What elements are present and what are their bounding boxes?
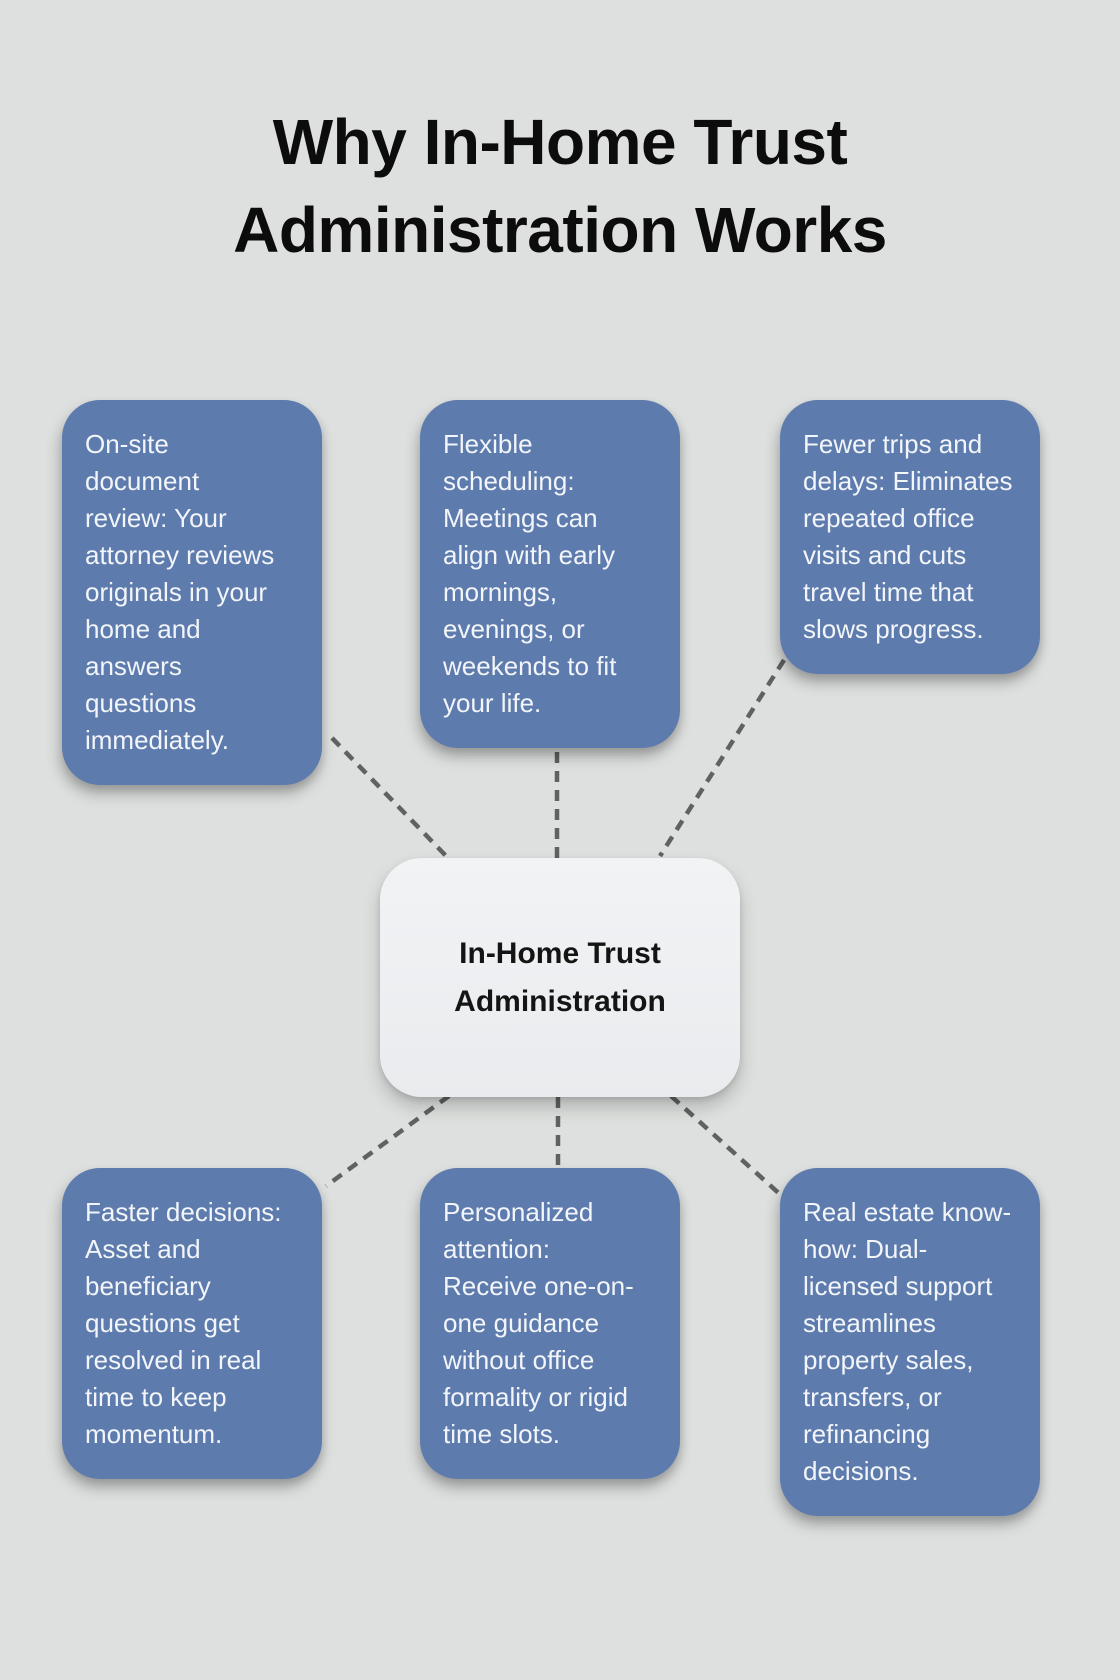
benefit-text: Personalized attention: Receive one-on- … [443,1197,634,1449]
connector-line-faster-decisions [324,1094,451,1188]
benefit-text: Faster decisions: Asset and beneficiary … [85,1197,282,1449]
benefit-box-flexible-scheduling: Flexible scheduling: Meetings can align … [420,400,680,748]
benefit-box-personalized-attention: Personalized attention: Receive one-on- … [420,1168,680,1479]
benefit-box-faster-decisions: Faster decisions: Asset and beneficiary … [62,1168,322,1479]
benefit-box-fewer-trips-and-delays: Fewer trips and delays: Eliminates repea… [780,400,1040,674]
benefit-box-onsite-document-review: On-site document review: Your attorney r… [62,400,322,785]
connector-line-fewer-trips [658,658,786,858]
benefit-text: Fewer trips and delays: Eliminates repea… [803,429,1013,644]
center-node-label: In-Home Trust Administration [454,936,666,1018]
center-node: In-Home Trust Administration [380,858,740,1097]
benefit-text: On-site document review: Your attorney r… [85,429,275,755]
connector-line-onsite-review [330,736,452,862]
benefit-box-real-estate-know-how: Real estate know- how: Dual- licensed su… [780,1168,1040,1516]
benefit-text: Flexible scheduling: Meetings can align … [443,429,617,718]
connector-line-real-estate [669,1094,785,1199]
page-title: Why In-Home Trust Administration Works [233,106,887,266]
benefit-text: Real estate know- how: Dual- licensed su… [803,1197,1012,1486]
